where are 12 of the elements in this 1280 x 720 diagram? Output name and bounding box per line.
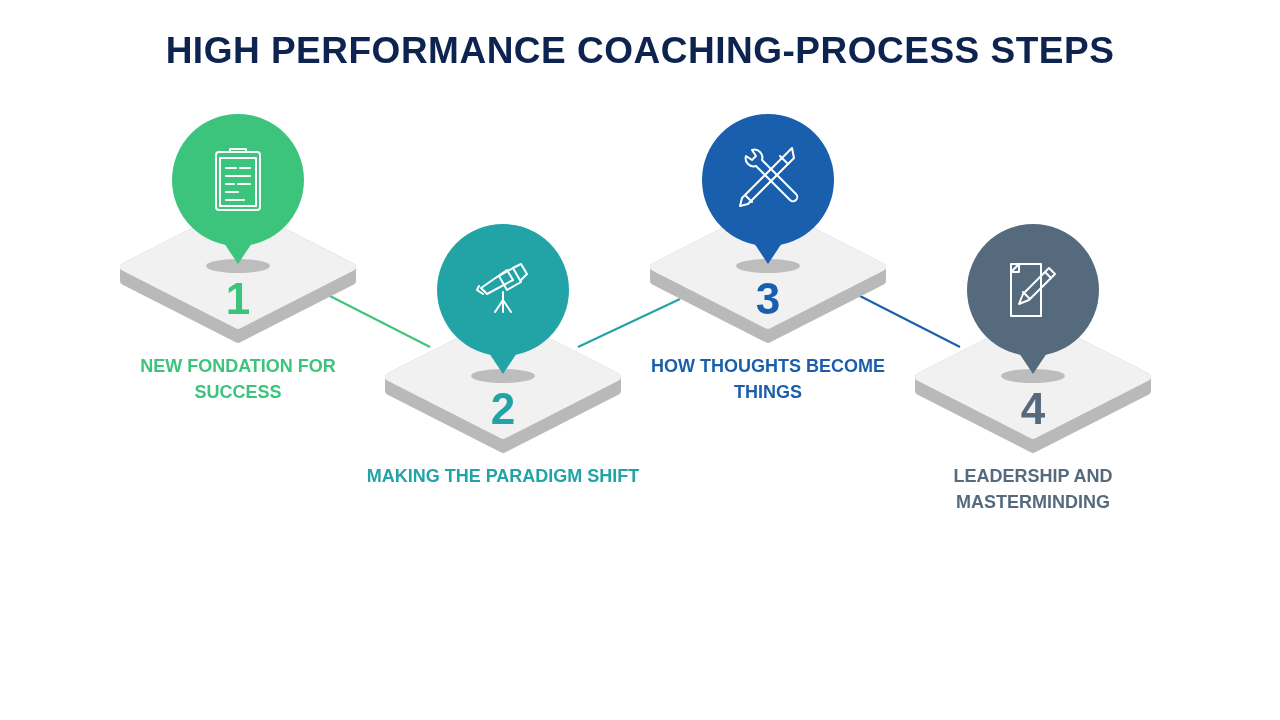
step-caption: LEADERSHIP AND MASTERMINDING — [952, 465, 1114, 514]
step-number: 4 — [1019, 385, 1047, 433]
title: HIGH PERFORMANCE COACHING-PROCESS STEPS — [164, 30, 1116, 72]
connector-line — [577, 298, 681, 348]
step-number: 2 — [489, 385, 517, 433]
step-caption: HOW THOUGHTS BECOME THINGS — [650, 355, 886, 404]
connector-line — [327, 294, 431, 348]
connector-line — [857, 294, 961, 348]
step-number: 1 — [224, 275, 252, 323]
step-caption: NEW FONDATION FOR SUCCESS — [139, 355, 337, 404]
step-number: 3 — [754, 275, 782, 323]
step-caption: MAKING THE PARADIGM SHIFT — [365, 465, 641, 488]
